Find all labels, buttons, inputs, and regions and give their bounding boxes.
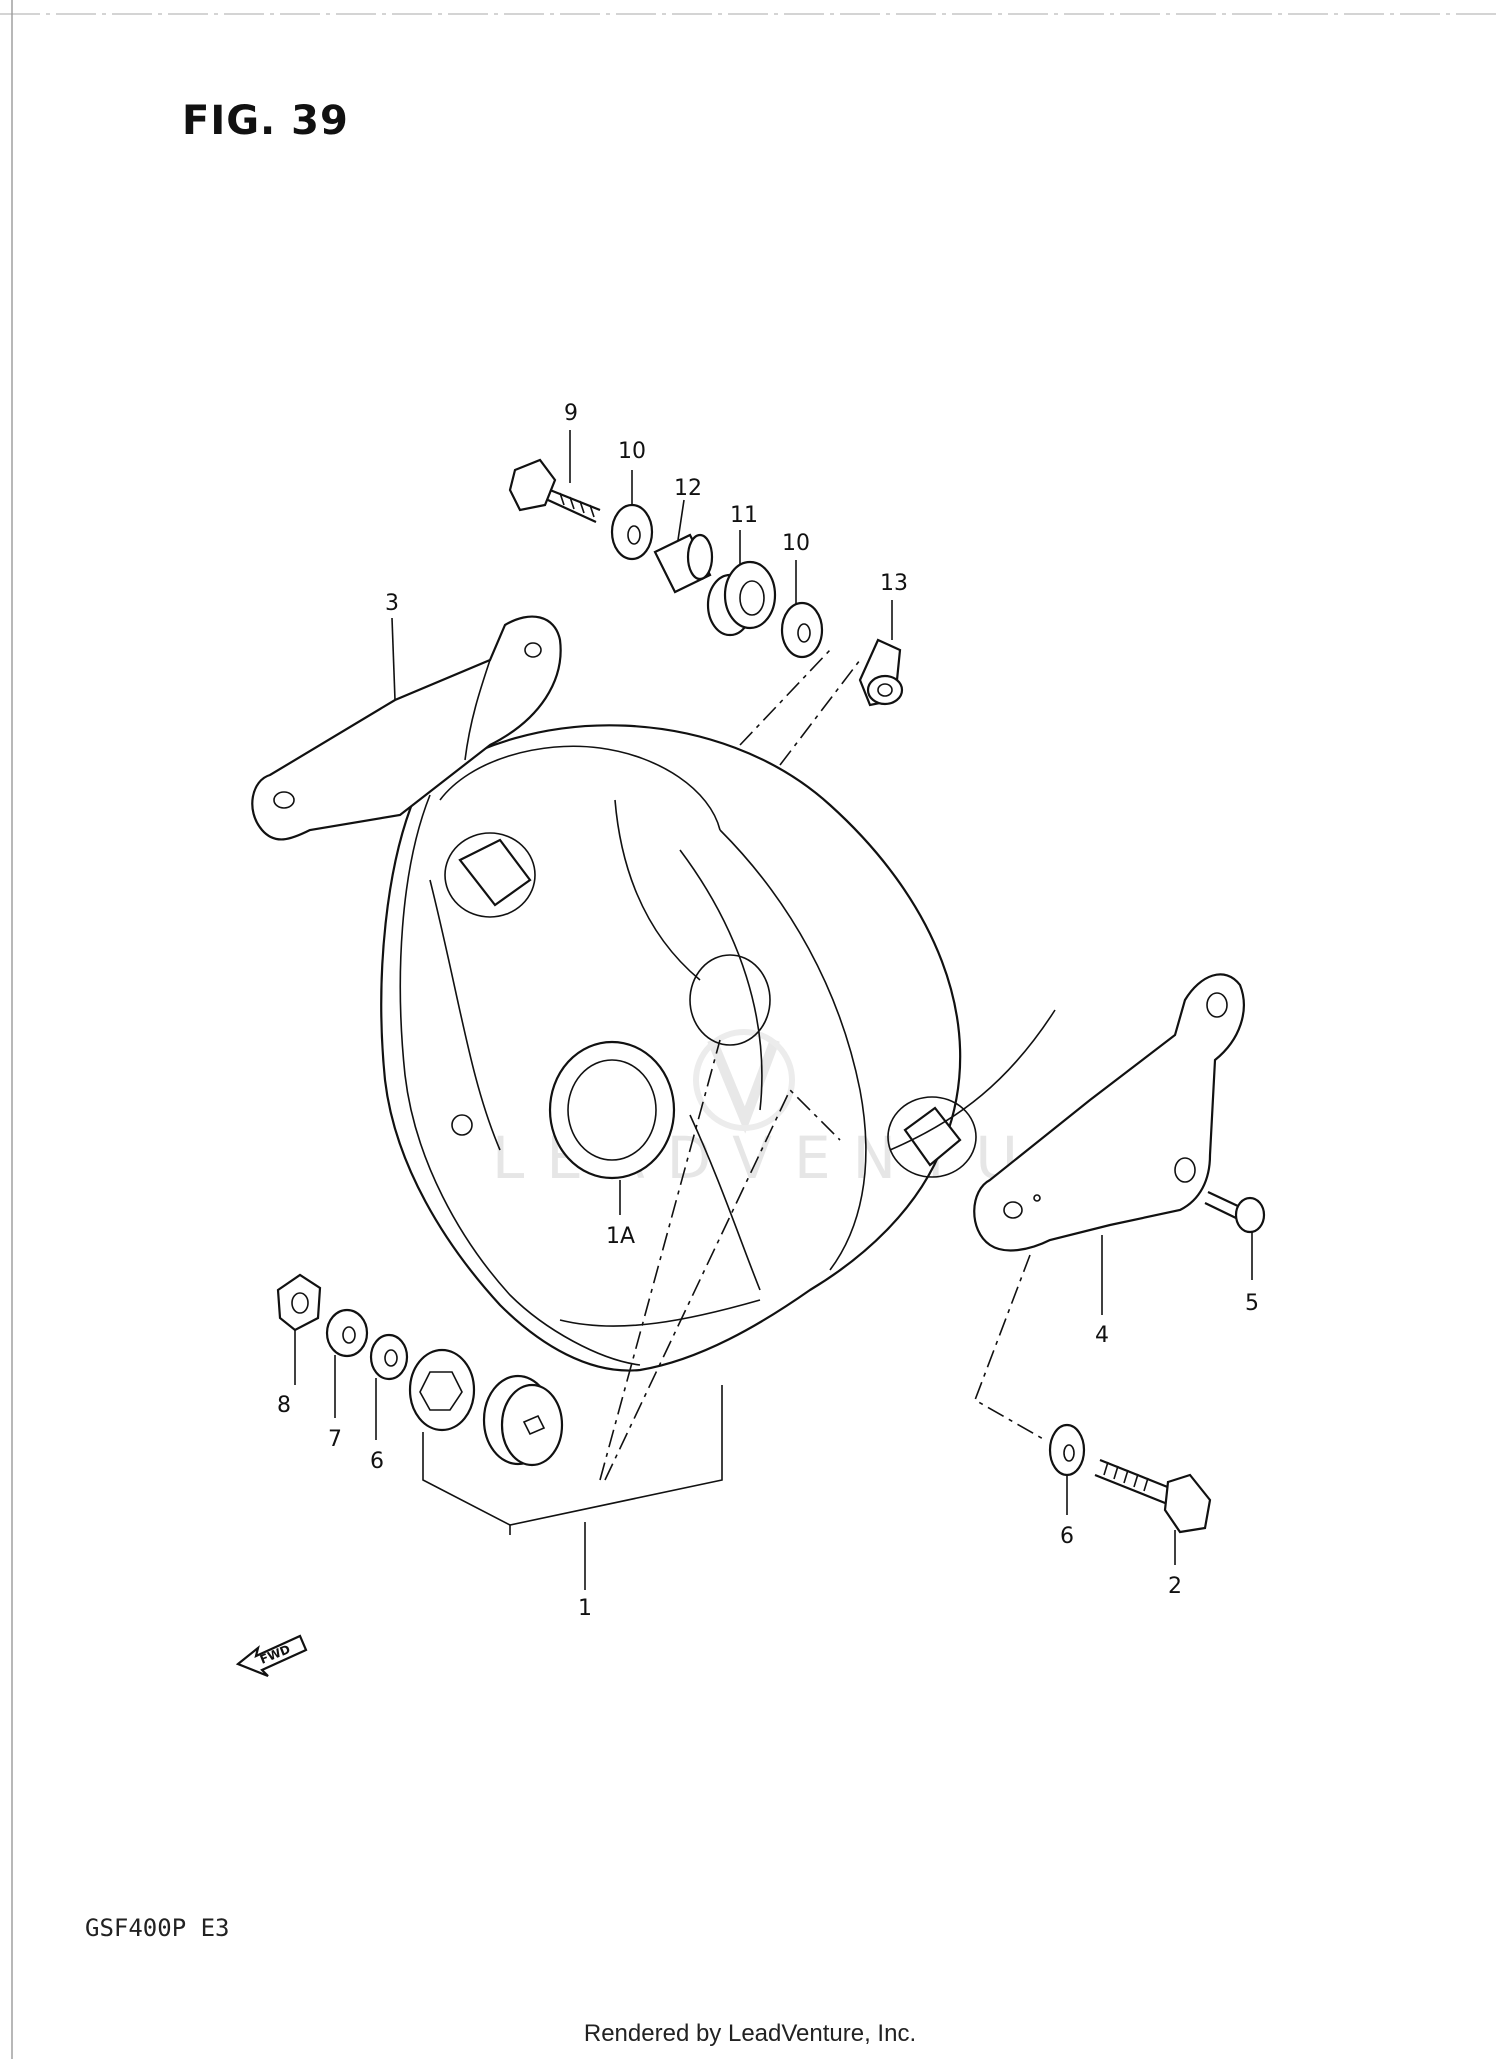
washer-7 bbox=[325, 1308, 369, 1358]
rubber-cushion-1 bbox=[408, 1348, 476, 1432]
collar-12 bbox=[653, 533, 714, 594]
nut-8 bbox=[276, 1273, 322, 1332]
callout-3: 3 bbox=[385, 591, 399, 616]
callout-6-right: 6 bbox=[1060, 1524, 1074, 1549]
model-code: GSF400P E3 bbox=[85, 1914, 230, 1942]
bracket-right bbox=[973, 973, 1245, 1252]
callout-1: 1 bbox=[578, 1596, 592, 1621]
callout-10-lower: 10 bbox=[782, 531, 810, 556]
callout-6-left: 6 bbox=[370, 1449, 384, 1474]
headlight-housing bbox=[380, 724, 1056, 1372]
callout-2: 2 bbox=[1168, 1574, 1182, 1599]
grommet-11 bbox=[706, 560, 777, 637]
nut-13 bbox=[858, 638, 904, 707]
leader-lines bbox=[294, 430, 1253, 1590]
callout-11: 11 bbox=[730, 503, 758, 528]
figure-title: FIG. 39 bbox=[182, 98, 349, 144]
callout-12: 12 bbox=[674, 476, 702, 501]
callout-10-upper: 10 bbox=[618, 439, 646, 464]
callout-9: 9 bbox=[564, 401, 578, 426]
render-credit: Rendered by LeadVenture, Inc. bbox=[583, 2020, 917, 2047]
callout-13: 13 bbox=[880, 571, 908, 596]
callout-8: 8 bbox=[277, 1393, 291, 1418]
washer-6-right bbox=[1048, 1423, 1086, 1477]
bolt-5 bbox=[1204, 1191, 1266, 1234]
callout-labels: 9 10 12 11 10 13 3 1A 5 4 8 7 6 6 2 1 bbox=[277, 401, 1259, 1621]
callout-5: 5 bbox=[1245, 1291, 1259, 1316]
washer-10-lower bbox=[780, 601, 824, 659]
fwd-arrow-icon: FWD bbox=[235, 1634, 308, 1678]
bolt-9 bbox=[508, 458, 601, 523]
callout-1a: 1A bbox=[606, 1224, 635, 1249]
callout-7-label: 7 bbox=[328, 1427, 342, 1452]
bolt-2 bbox=[1094, 1458, 1212, 1534]
washer-6-left bbox=[369, 1333, 409, 1381]
washer-10-upper bbox=[610, 503, 654, 561]
bracket-left bbox=[251, 615, 562, 841]
grommet-1 bbox=[482, 1374, 564, 1467]
callout-4: 4 bbox=[1095, 1323, 1109, 1348]
